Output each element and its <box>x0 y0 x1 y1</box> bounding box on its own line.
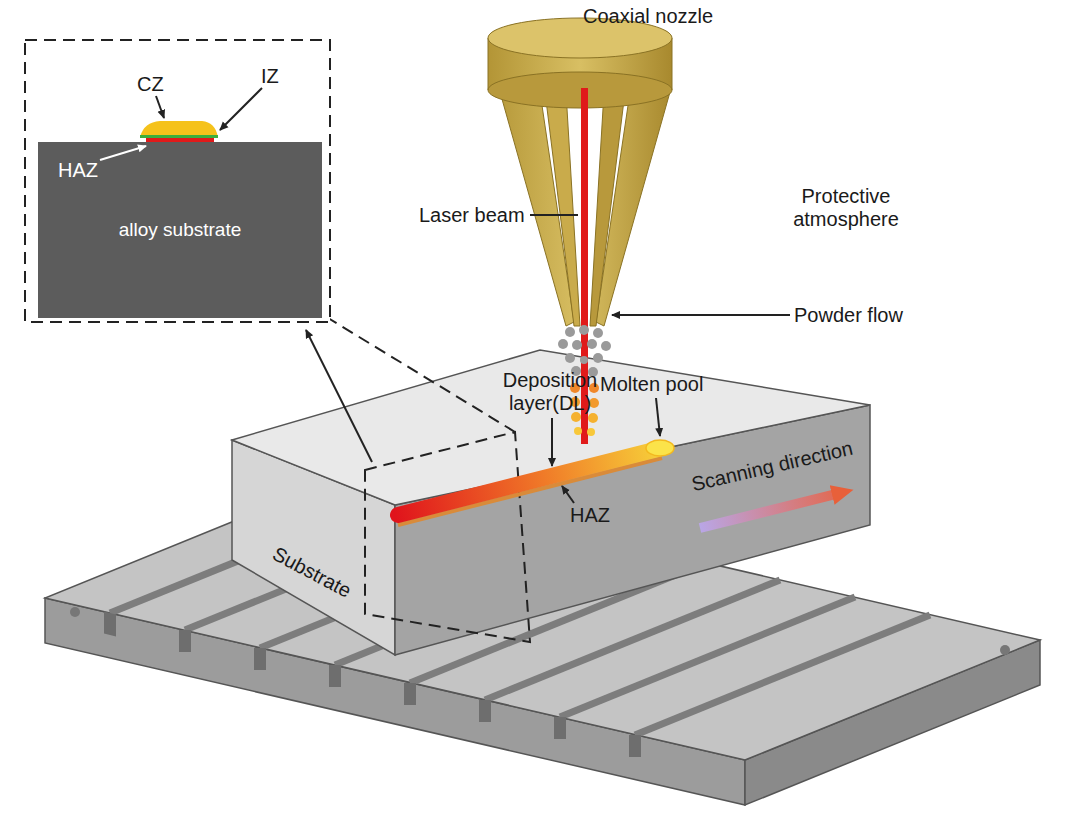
substrate-block <box>232 350 870 655</box>
iz-label: IZ <box>261 65 279 88</box>
pool-label: Molten pool <box>600 373 703 396</box>
inset-frame <box>25 40 330 322</box>
leader-line <box>220 88 262 130</box>
molten-pool <box>646 440 674 456</box>
deposition-label: Deposition layer(DL) <box>494 369 606 415</box>
haz-strip <box>398 458 662 525</box>
section-line <box>328 318 515 432</box>
deposition-bead <box>398 448 662 515</box>
node-text: alloy substrate <box>119 219 242 241</box>
coaxial-nozzle <box>488 18 672 326</box>
section-arrow <box>306 330 372 462</box>
cladding-zone <box>140 121 218 137</box>
scan-arrow <box>700 494 836 528</box>
beam-label: Laser beam <box>419 204 525 227</box>
section-plane <box>365 432 530 642</box>
atmosphere-label: Protective atmosphere <box>781 185 911 231</box>
inset-haz-label: HAZ <box>58 159 98 182</box>
haz-label: HAZ <box>570 504 610 527</box>
leader-line <box>156 96 164 118</box>
powder-label: Powder flow <box>794 304 903 327</box>
interface-zone <box>140 135 218 138</box>
cz-label: CZ <box>137 73 164 96</box>
nozzle-label: Coaxial nozzle <box>583 5 713 28</box>
